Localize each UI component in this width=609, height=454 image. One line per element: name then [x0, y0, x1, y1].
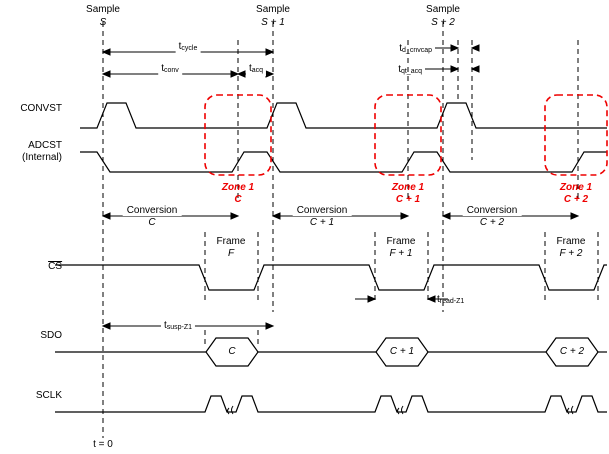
adcst-waveform	[80, 151, 607, 173]
t-d-cnvcap-label: td_cnvcap	[399, 43, 432, 54]
sample-marker-lines	[102, 22, 444, 438]
signal-label-sdo: SDO	[40, 330, 62, 341]
signal-label-sclk: SCLK	[35, 390, 62, 401]
time-origin-label: t = 0	[93, 439, 113, 450]
zone1-highlight-boxes	[204, 94, 608, 176]
secondary-guide-lines	[204, 40, 599, 345]
zone-label-1: Zone 1	[391, 182, 425, 193]
zone-value-0: C	[234, 194, 242, 205]
sdo-word-2: C + 2	[559, 346, 585, 357]
sample-marker-title-0: Sample	[86, 4, 120, 15]
sample-marker-index-1: S + 1	[261, 17, 285, 28]
zone-label-0: Zone 1	[221, 182, 255, 193]
t-read-z1-label: tread-Z1	[437, 294, 465, 305]
signal-label-convst: CONVST	[20, 103, 62, 114]
frame-value-0: F	[227, 248, 235, 259]
frame-value-2: F + 2	[559, 248, 583, 259]
frame-label-0: Frame	[216, 236, 246, 247]
conversion-label-2: Conversion	[462, 205, 522, 216]
conversion-value-0: C	[148, 217, 156, 228]
zone-label-2: Zone 1	[559, 182, 593, 193]
dimension-arrows	[101, 44, 580, 330]
frame-value-1: F + 1	[389, 248, 413, 259]
cs-waveform	[55, 264, 607, 291]
zone-value-2: C + 2	[563, 194, 589, 205]
sdo-waveform	[55, 337, 607, 367]
t-acq-label: tacq	[245, 63, 267, 76]
zone-value-1: C + 1	[395, 194, 421, 205]
t-susp-z1-label: tsusp-Z1	[160, 320, 196, 333]
t-cycle-label: tcycle	[175, 41, 201, 54]
sclk-waveform	[55, 395, 607, 415]
signal-label-cs: CS	[48, 261, 62, 272]
sdo-word-1: C + 1	[389, 346, 415, 357]
sdo-word-0: C	[228, 346, 236, 357]
frame-label-1: Frame	[386, 236, 416, 247]
frame-label-2: Frame	[556, 236, 586, 247]
sample-marker-title-1: Sample	[256, 4, 290, 15]
conversion-label-1: Conversion	[292, 205, 352, 216]
conversion-label-0: Conversion	[122, 205, 182, 216]
t-conv-label: tconv	[158, 63, 182, 76]
signal-label-adcst: ADCST	[28, 140, 62, 151]
sample-marker-index-0: S	[99, 17, 107, 28]
sample-marker-title-2: Sample	[426, 4, 460, 15]
convst-waveform	[80, 102, 607, 129]
sample-marker-index-2: S + 2	[431, 17, 455, 28]
conversion-value-2: C + 2	[479, 217, 505, 228]
signal-label-adcst-sub: (Internal)	[21, 152, 62, 163]
conversion-value-1: C + 1	[309, 217, 335, 228]
t-qt-acq-label: tqt_acq	[398, 64, 422, 75]
